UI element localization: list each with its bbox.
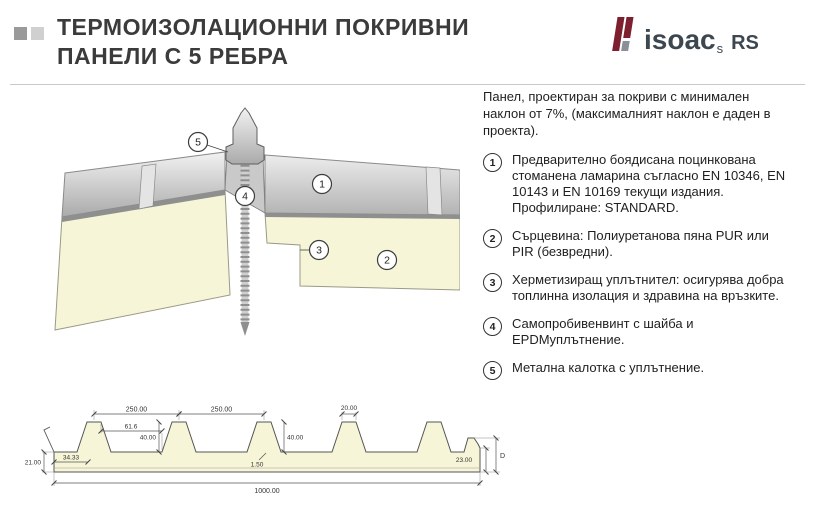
dim-pitch1: 250.00 bbox=[126, 407, 148, 414]
spec-item-1: 1 Предварително боядисана поцинкована ст… bbox=[483, 152, 788, 216]
callout-3: 3 bbox=[308, 239, 330, 261]
page-corner-icon bbox=[14, 27, 44, 40]
dim-end-height: 23.00 bbox=[456, 457, 473, 464]
dim-total-height: D bbox=[500, 453, 505, 460]
callout-4: 4 bbox=[234, 185, 256, 207]
callout-3-label: 3 bbox=[316, 245, 322, 257]
spec-list: 1 Предварително боядисана поцинкована ст… bbox=[483, 152, 788, 392]
page-title: ТЕРМОИЗОЛАЦИОННИ ПОКРИВНИ ПАНЕЛИ С 5 РЕБ… bbox=[57, 13, 469, 71]
spec-item-4-number: 4 bbox=[483, 317, 502, 336]
brand-name: isoac bbox=[644, 24, 716, 55]
callout-4-label: 4 bbox=[242, 191, 248, 203]
spec-item-5-number: 5 bbox=[483, 361, 502, 380]
spec-item-2-number: 2 bbox=[483, 229, 502, 248]
brand-logo-mark-icon bbox=[612, 17, 634, 51]
dim-gap: 61.6 bbox=[125, 424, 138, 431]
diagram-callouts: 5 4 1 3 2 bbox=[187, 131, 398, 271]
left-panel bbox=[54, 151, 231, 331]
spec-item-4-text: Самопробивенвинт с шайба и EPDMуплътнени… bbox=[512, 316, 694, 347]
dim-rib-height-1: 40.00 bbox=[140, 435, 157, 442]
callout-2: 2 bbox=[376, 249, 398, 271]
spec-item-1-text: Предварително боядисана поцинкована стом… bbox=[512, 152, 786, 215]
spec-item-3-text: Херметизиращ уплътнител: осигурява добра… bbox=[512, 272, 784, 303]
spec-item-3-number: 3 bbox=[483, 273, 502, 292]
spec-item-1-number: 1 bbox=[483, 153, 502, 172]
right-panel bbox=[264, 154, 461, 291]
dim-sheet-thickness: 1.50 bbox=[251, 462, 264, 469]
spec-item-4: 4 Самопробивенвинт с шайба и EPDMуплътне… bbox=[483, 316, 788, 348]
spec-item-3: 3 Херметизиращ уплътнител: осигурява доб… bbox=[483, 272, 788, 304]
square-icon bbox=[14, 27, 27, 40]
brand-suffix: RS bbox=[731, 32, 759, 54]
dim-offset: 34.33 bbox=[63, 455, 80, 462]
page-title-line1: ТЕРМОИЗОЛАЦИОННИ ПОКРИВНИ bbox=[57, 14, 470, 40]
callout-1-label: 1 bbox=[319, 179, 325, 191]
callout-2-label: 2 bbox=[384, 255, 390, 267]
dimension-lines bbox=[41, 410, 500, 486]
panel-profile-drawing: 250.00 250.00 61.6 40.00 40.00 20.00 21.… bbox=[16, 404, 521, 510]
callout-1: 1 bbox=[311, 173, 333, 195]
dimension-labels: 250.00 250.00 61.6 40.00 40.00 20.00 21.… bbox=[25, 405, 505, 495]
dim-rib-height-2: 40.00 bbox=[287, 435, 304, 442]
panel-cross-section-diagram: 5 4 1 3 2 bbox=[30, 100, 461, 352]
left-edge-lip bbox=[43, 426, 55, 453]
left-panel-rib bbox=[138, 163, 157, 210]
panel-profile-shape bbox=[53, 421, 481, 473]
dim-total-width: 1000.00 bbox=[254, 488, 279, 495]
callout-5-label: 5 bbox=[195, 137, 201, 149]
square-icon bbox=[31, 27, 44, 40]
intro-paragraph: Панел, проектиран за покриви с минимален… bbox=[483, 89, 771, 138]
dim-pitch2: 250.00 bbox=[211, 407, 233, 414]
header-divider bbox=[10, 84, 805, 85]
spec-item-2: 2 Сърцевина: Полиуретанова пяна PUR или … bbox=[483, 228, 788, 260]
callout-5: 5 bbox=[187, 131, 209, 153]
panel-joint bbox=[224, 107, 266, 336]
brand-name-subscript: s bbox=[716, 41, 724, 56]
dim-edge-height: 21.00 bbox=[25, 460, 42, 467]
spec-item-2-text: Сърцевина: Полиуретанова пяна PUR или PI… bbox=[512, 228, 769, 259]
page-title-line2: ПАНЕЛИ С 5 РЕБРА bbox=[57, 43, 289, 69]
dim-rib-top-width: 20.00 bbox=[341, 405, 358, 412]
spec-item-5: 5 Метална калотка с уплътнение. bbox=[483, 360, 788, 380]
brand-logo: isoac s RS bbox=[608, 14, 759, 56]
metal-cap bbox=[225, 107, 265, 165]
right-panel-rib bbox=[425, 166, 443, 216]
spec-item-5-text: Метална калотка с уплътнение. bbox=[512, 360, 705, 375]
